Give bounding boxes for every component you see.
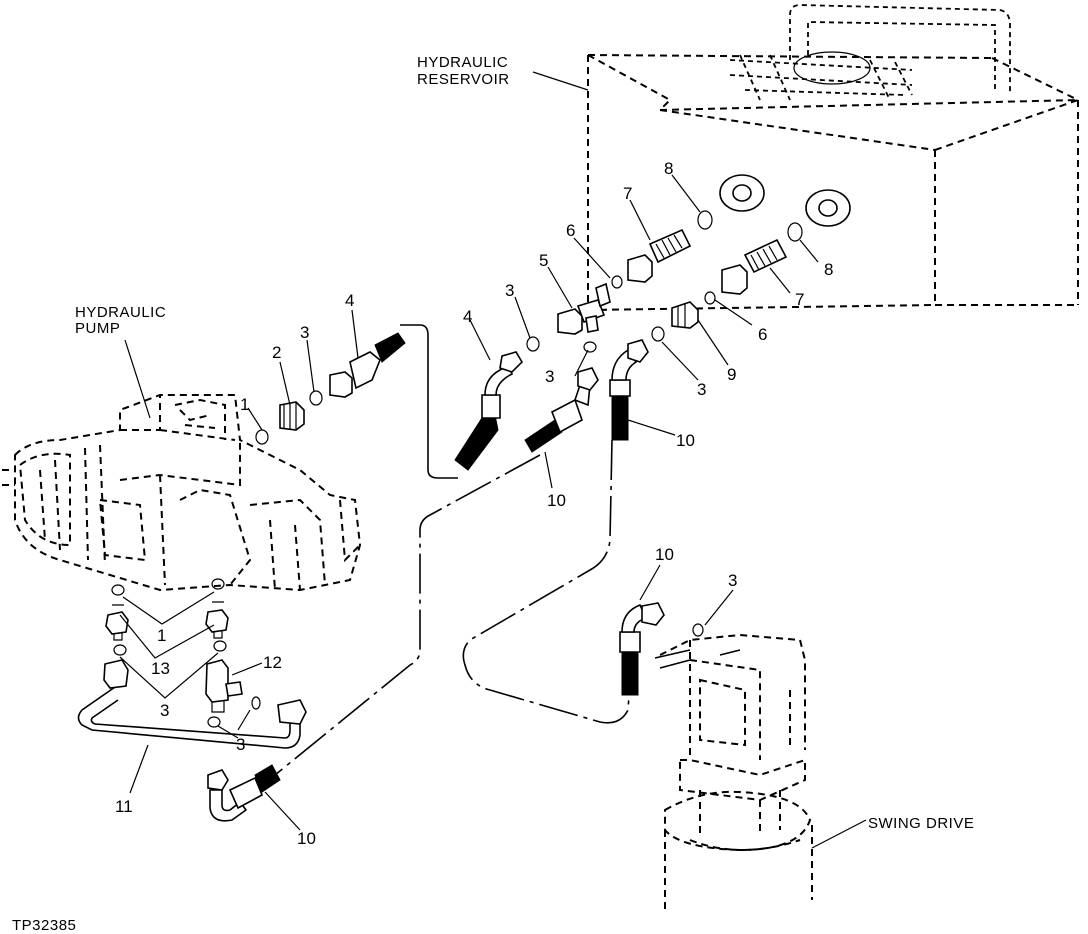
callout-8-b: 8 — [824, 260, 833, 279]
tee-fitting-5 — [557, 282, 611, 335]
o-ring-1 — [255, 429, 269, 445]
callout-3-b: 3 — [505, 281, 514, 300]
swing-drive-label: SWING DRIVE — [868, 815, 974, 832]
callout-6-a: 6 — [566, 221, 575, 240]
o-ring-1-left — [111, 584, 125, 596]
hydraulic-pump — [2, 394, 362, 592]
swing-port-studs — [654, 649, 741, 669]
o-ring-1-right — [211, 578, 225, 590]
o-ring-8-lower — [787, 222, 803, 242]
reservoir-label-line2: RESERVOIR — [417, 71, 510, 88]
tee-fitting-12 — [205, 659, 243, 713]
o-ring-3-upper — [526, 336, 540, 352]
hose-end-4-pump — [329, 332, 406, 398]
pump-label-line2: PUMP — [75, 320, 120, 337]
callout-1-b: 1 — [157, 626, 166, 645]
o-ring-0 — [251, 696, 261, 710]
callout-1-a: 1 — [240, 395, 249, 414]
o-ring-6-lower — [704, 291, 716, 305]
callout-3-d: 3 — [697, 380, 706, 399]
callout-7-a: 7 — [623, 184, 632, 203]
o-ring-3-pump — [309, 390, 323, 406]
callout-3-g: 3 — [236, 735, 245, 754]
hose-10-middle — [524, 367, 599, 453]
o-ring-3-tee — [583, 341, 597, 353]
callout-3-a: 3 — [300, 323, 309, 342]
hose-10-pump — [207, 764, 281, 822]
o-ring-3-swing — [692, 623, 704, 637]
callout-11: 11 — [115, 797, 133, 816]
callout-10-d: 10 — [297, 829, 316, 848]
callout-10-b: 10 — [547, 491, 566, 510]
tube-11 — [77, 659, 307, 749]
figure-id: TP32385 — [12, 917, 76, 934]
o-ring-3-lower — [651, 326, 665, 342]
hose-10-right — [609, 339, 649, 441]
callout-3-c: 3 — [545, 367, 554, 386]
callout-8-a: 8 — [664, 159, 673, 178]
o-ring-8-upper — [697, 210, 713, 230]
adapter-fitting-2 — [279, 401, 305, 431]
hose-4-reservoir — [454, 351, 524, 471]
callout-9: 9 — [727, 365, 736, 384]
leader-lines — [119, 71, 867, 849]
callout-5: 5 — [539, 251, 548, 270]
o-ring-3-bottom — [207, 716, 221, 728]
reservoir-label-line1: HYDRAULIC — [417, 54, 508, 71]
callout-10-c: 10 — [655, 545, 674, 564]
hydraulic-reservoir — [587, 4, 1079, 311]
o-ring-3-left — [113, 644, 127, 656]
o-ring-6-upper — [611, 275, 623, 289]
strainer-7-upper — [627, 228, 692, 283]
callout-3-e: 3 — [728, 571, 737, 590]
swing-drive — [659, 633, 813, 910]
flange-lower — [805, 189, 851, 227]
fitting-13-right — [205, 601, 229, 639]
fitting-9 — [671, 301, 699, 329]
callout-2: 2 — [272, 343, 281, 362]
center-suction-line — [274, 454, 541, 776]
callout-4-b: 4 — [463, 307, 472, 326]
o-ring-3-right — [213, 640, 227, 652]
hose-10-swing — [619, 602, 665, 696]
callout-6-b: 6 — [758, 325, 767, 344]
flange-upper — [719, 174, 765, 212]
pump-label-line1: HYDRAULIC — [75, 304, 166, 321]
strainer-7-lower — [721, 238, 788, 295]
fitting-13-left — [105, 604, 129, 641]
callout-4-a: 4 — [345, 291, 354, 310]
callout-10-a: 10 — [676, 431, 695, 450]
callout-13: 13 — [151, 659, 170, 678]
callout-12: 12 — [263, 653, 282, 672]
pump-to-reservoir-line — [400, 324, 458, 479]
swing-drive-line — [462, 439, 631, 724]
callout-3-f: 3 — [160, 701, 169, 720]
callout-7-b: 7 — [795, 290, 804, 309]
